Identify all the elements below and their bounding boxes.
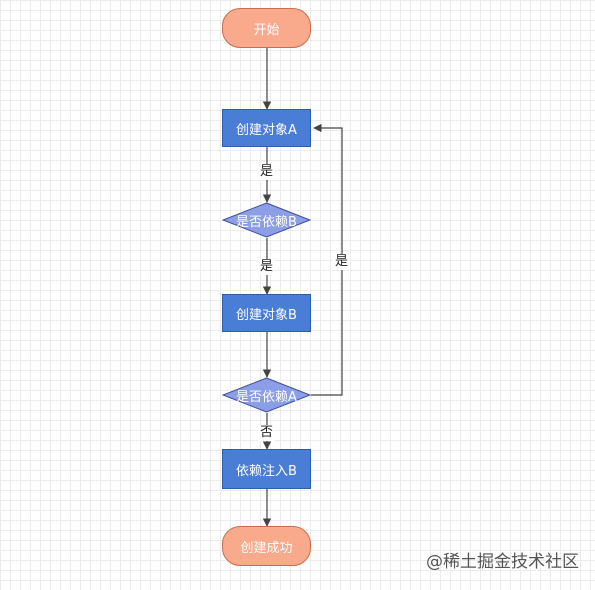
edge-label-check-a-to-inject: 否 — [258, 425, 276, 441]
create-object-a-node: 创建对象A — [222, 109, 311, 147]
depends-on-a-label: 是否依赖A — [236, 389, 297, 405]
depends-on-b-decision: 是否依赖B — [222, 202, 311, 238]
create-object-a-label: 创建对象A — [236, 122, 297, 138]
watermark: @稀土掘金技术社区 — [426, 552, 579, 572]
edge-label-check-a-loop: 是 — [333, 254, 351, 270]
create-object-b-node: 创建对象B — [222, 294, 311, 332]
inject-b-label: 依赖注入B — [236, 463, 297, 479]
start-node: 开始 — [222, 8, 311, 48]
success-label: 创建成功 — [240, 540, 293, 556]
inject-b-node: 依赖注入B — [222, 449, 311, 489]
depends-on-a-decision: 是否依赖A — [222, 377, 311, 413]
edge-label-a-to-check-b: 是 — [258, 164, 276, 180]
depends-on-b-label: 是否依赖B — [236, 214, 297, 230]
edge-label-check-b-to-create-b: 是 — [258, 259, 276, 275]
success-node: 创建成功 — [222, 526, 311, 566]
start-label: 开始 — [253, 22, 280, 38]
create-object-b-label: 创建对象B — [236, 307, 297, 323]
decision-diamond-shape — [222, 202, 311, 238]
decision-diamond-shape — [222, 377, 311, 413]
